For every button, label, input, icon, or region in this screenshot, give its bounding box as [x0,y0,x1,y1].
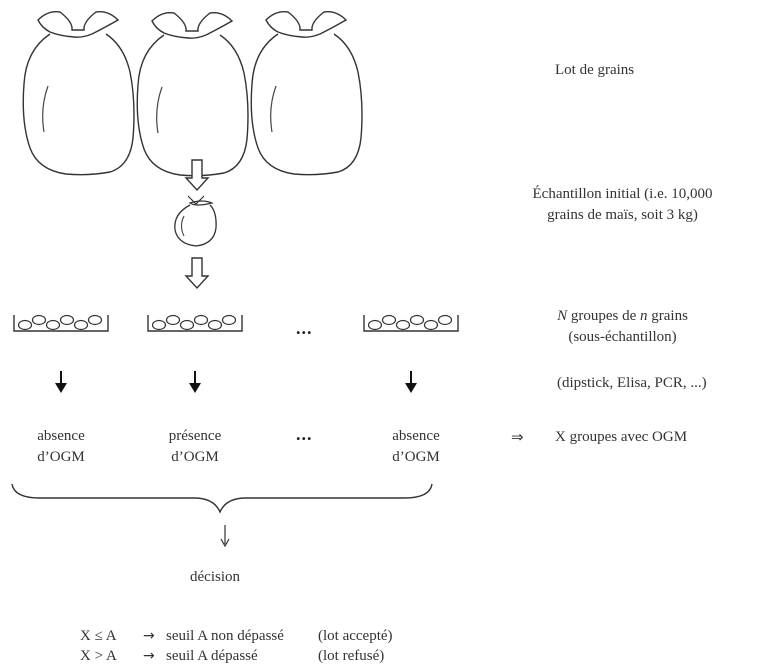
initial-sample-label: Échantillon initial (i.e. 10,000 grains … [500,184,745,226]
groups-end-text: grains [647,308,688,324]
grain-bag-1-icon [22,10,135,176]
rule-1-outcome: (lot accepté) [318,628,393,644]
results-ellipsis: ... [296,424,313,444]
initial-sample-bag-icon [174,195,217,247]
result-3-line2: d’OGM [392,449,440,465]
grain-bag-3-icon [250,10,363,176]
grouping-brace [11,483,433,514]
decision-label: décision [190,569,240,585]
groups-mid-text: groupes de [567,308,640,324]
rule-2-text: seuil A dépassé [166,648,258,664]
groups-label-line1: N groupes de n grains [515,306,730,327]
groups-label: N groupes de n grains (sous-échantillon) [515,306,730,348]
hollow-arrow-down-2-icon [185,257,209,289]
result-1-line2: d’OGM [37,449,85,465]
implies-icon: ⇒ [511,428,524,446]
rule-2-condition: X > A [80,648,117,664]
grain-bag-2-icon [136,11,249,177]
result-3-line1: absence [392,428,440,444]
grain-group-tray-3 [363,314,459,332]
result-2-line2: d’OGM [171,449,219,465]
grain-group-tray-1 [13,314,109,332]
initial-sample-label-line1: Échantillon initial (i.e. 10,000 [532,186,713,202]
grain-group-tray-2 [147,314,243,332]
result-2: présence d’OGM [145,426,245,468]
solid-arrow-down-2-icon [188,370,202,394]
rule-1-condition: X ≤ A [80,628,117,644]
solid-arrow-down-1-icon [54,370,68,394]
groups-var-n: n [640,308,648,324]
initial-sample-label-line2: grains de maïs, soit 3 kg) [547,207,698,223]
methods-label: (dipstick, Elisa, PCR, ...) [557,375,707,391]
groups-var-N: N [557,308,568,324]
groups-label-line2: (sous-échantillon) [568,329,677,345]
result-1: absence d’OGM [11,426,111,468]
rule-2-arrow-icon: → [143,648,155,664]
result-2-line1: présence [168,428,222,444]
x-groups-label: X groupes avec OGM [555,429,688,445]
rule-1-arrow-icon: → [143,628,155,644]
rule-2-outcome: (lot refusé) [318,648,385,664]
solid-arrow-down-3-icon [404,370,418,394]
groups-ellipsis: ... [296,318,313,338]
rule-1-text: seuil A non dépassé [166,628,284,644]
result-3: absence d’OGM [366,426,466,468]
lot-label: Lot de grains [555,62,635,78]
thin-arrow-down-icon [220,525,230,548]
result-1-line1: absence [37,428,85,444]
